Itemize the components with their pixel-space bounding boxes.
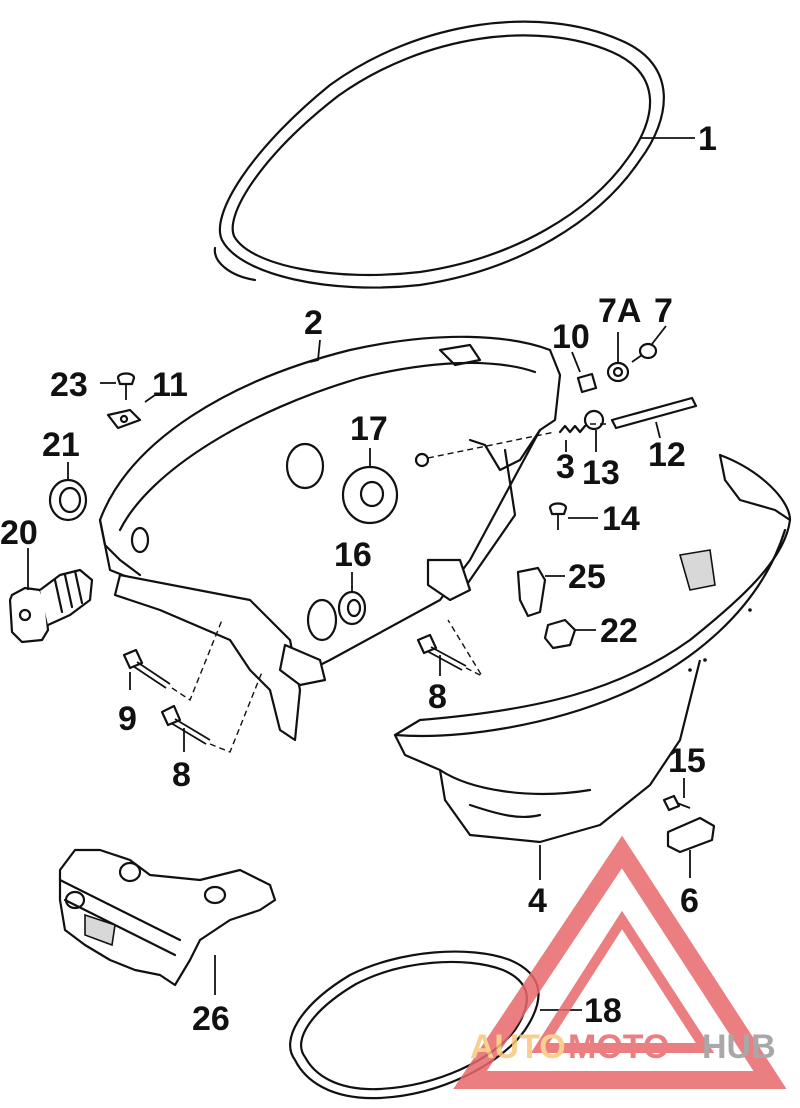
assembly-lines: [171, 423, 610, 753]
part-13-bushing: [583, 409, 605, 431]
part-25-bracket: [516, 566, 547, 618]
watermark-text-moto: MOTO: [568, 1028, 669, 1066]
watermark-triangle-inner: [530, 910, 715, 1053]
part-7-screw: [631, 342, 658, 363]
part-22-nut: [543, 618, 577, 650]
part-1-seal-ring: [213, 20, 665, 289]
part-8-bolt-right: [416, 633, 467, 671]
part-10-nut: [576, 372, 598, 394]
leader-lines: [27, 137, 695, 1011]
label-part-7a: 7A: [598, 292, 641, 330]
part-2-upper-cowl: [98, 335, 562, 742]
label-part-1: 1: [698, 120, 717, 158]
label-part-9: 9: [118, 700, 137, 738]
label-part-8-left: 8: [172, 756, 191, 794]
part-12-pin: [610, 396, 698, 430]
part-23-screw: [116, 372, 136, 400]
label-part-12: 12: [648, 436, 686, 474]
part-7a-washer: [606, 361, 630, 383]
part-9-bolt: [122, 648, 171, 689]
part-15-screw: [662, 794, 691, 812]
label-part-15: 15: [668, 742, 706, 780]
part-20-grommet: [8, 568, 94, 644]
label-part-3: 3: [556, 448, 575, 486]
part-16-seal: [337, 590, 367, 626]
part-17-washer: [341, 465, 399, 525]
label-part-10: 10: [552, 318, 590, 356]
part-11-clip: [106, 408, 142, 430]
watermark-text-auto: AUTO: [470, 1028, 566, 1066]
label-part-20: 20: [0, 514, 38, 552]
label-part-23: 23: [50, 366, 88, 404]
label-part-8-right: 8: [428, 678, 447, 716]
part-14-screw: [548, 502, 568, 530]
part-4-lower-cowl: [393, 453, 792, 844]
label-part-17: 17: [350, 410, 388, 448]
label-part-4: 4: [528, 882, 547, 920]
part-3-spring: [414, 424, 587, 468]
part-8-bolt-left: [160, 704, 211, 745]
label-part-14: 14: [602, 500, 640, 538]
label-part-11: 11: [152, 366, 188, 404]
label-part-2: 2: [304, 304, 323, 342]
label-part-6: 6: [680, 882, 699, 920]
part-26-rear-bracket: [58, 848, 277, 987]
watermark-text-hub: HUB: [702, 1028, 776, 1066]
label-part-7: 7: [654, 292, 673, 330]
label-part-13: 13: [582, 454, 620, 492]
part-21-grommet-ring: [48, 478, 88, 522]
autotomotohub-watermark: AUTO MOTO HUB: [453, 835, 787, 1089]
part-6-latch: [666, 816, 716, 854]
label-part-21: 21: [42, 426, 80, 464]
label-part-16: 16: [334, 536, 372, 574]
label-part-25: 25: [568, 558, 606, 596]
label-part-18: 18: [584, 992, 622, 1030]
watermark-triangle: [453, 835, 787, 1089]
label-part-22: 22: [600, 612, 638, 650]
part-labels: 1 2 3 4 6 7 7A 8 8 9 10 11 12 13 14 15 1…: [0, 120, 717, 1038]
label-part-26: 26: [192, 1000, 230, 1038]
